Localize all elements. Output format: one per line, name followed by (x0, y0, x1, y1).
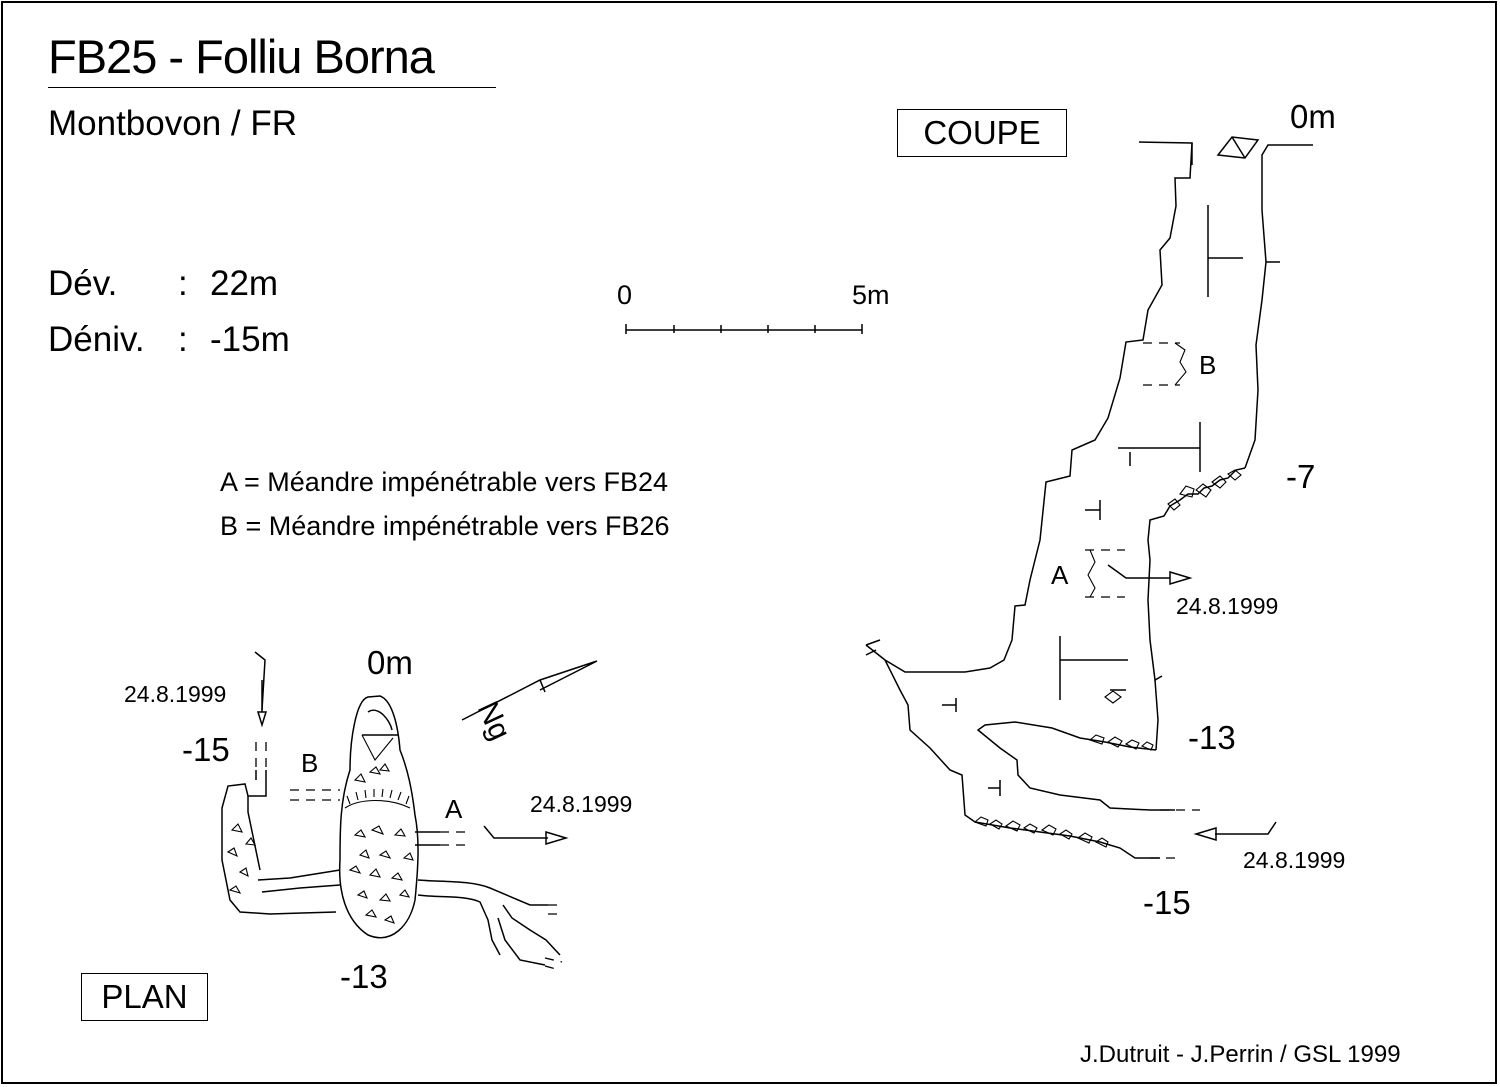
map-location: Montbovon / FR (48, 104, 297, 143)
north-label: Ng (471, 697, 517, 746)
stat-dev-label: Dév. (48, 264, 118, 303)
plan-depth-0: 0m (367, 644, 413, 681)
scale-start-label: 0 (617, 280, 633, 310)
plan-date-a: 24.8.1999 (530, 791, 633, 817)
plan-depth-13: -13 (340, 958, 388, 995)
section-date-a: 24.8.1999 (1176, 593, 1279, 619)
section-profile (865, 136, 1313, 859)
plan-view: Ng (221, 651, 598, 971)
map-title: FB25 - Folliu Borna (48, 30, 435, 83)
stat-deniv-colon: : (178, 320, 188, 359)
section-point-b: B (1199, 350, 1217, 380)
plan-label: PLAN (81, 973, 208, 1021)
plan-point-a: A (445, 794, 463, 824)
section-depth-7: -7 (1286, 458, 1316, 495)
map-credit: J.Dutruit - J.Perrin / GSL 1999 (1080, 1041, 1401, 1068)
section-label: COUPE (897, 109, 1067, 157)
stat-dev-value: 22m (210, 264, 279, 303)
section-depth-13: -13 (1188, 719, 1236, 756)
plan-depth-15: -15 (182, 731, 230, 768)
stat-deniv-value: -15m (210, 320, 290, 359)
section-date-entrance: 24.8.1999 (1243, 847, 1346, 873)
plan-point-b: B (301, 748, 319, 778)
scale-bar (625, 324, 863, 334)
section-depth-15: -15 (1143, 884, 1191, 921)
plan-date-entrance: 24.8.1999 (124, 681, 227, 707)
legend-a: A = Méandre impénétrable vers FB24 (220, 467, 668, 497)
legend-b: B = Méandre impénétrable vers FB26 (220, 511, 670, 541)
title-underline (48, 87, 496, 88)
stat-deniv-label: Déniv. (48, 320, 145, 359)
scale-end-label: 5m (852, 280, 890, 310)
stat-dev-colon: : (178, 264, 188, 303)
section-point-a: A (1051, 560, 1069, 590)
section-depth-0: 0m (1290, 98, 1336, 135)
